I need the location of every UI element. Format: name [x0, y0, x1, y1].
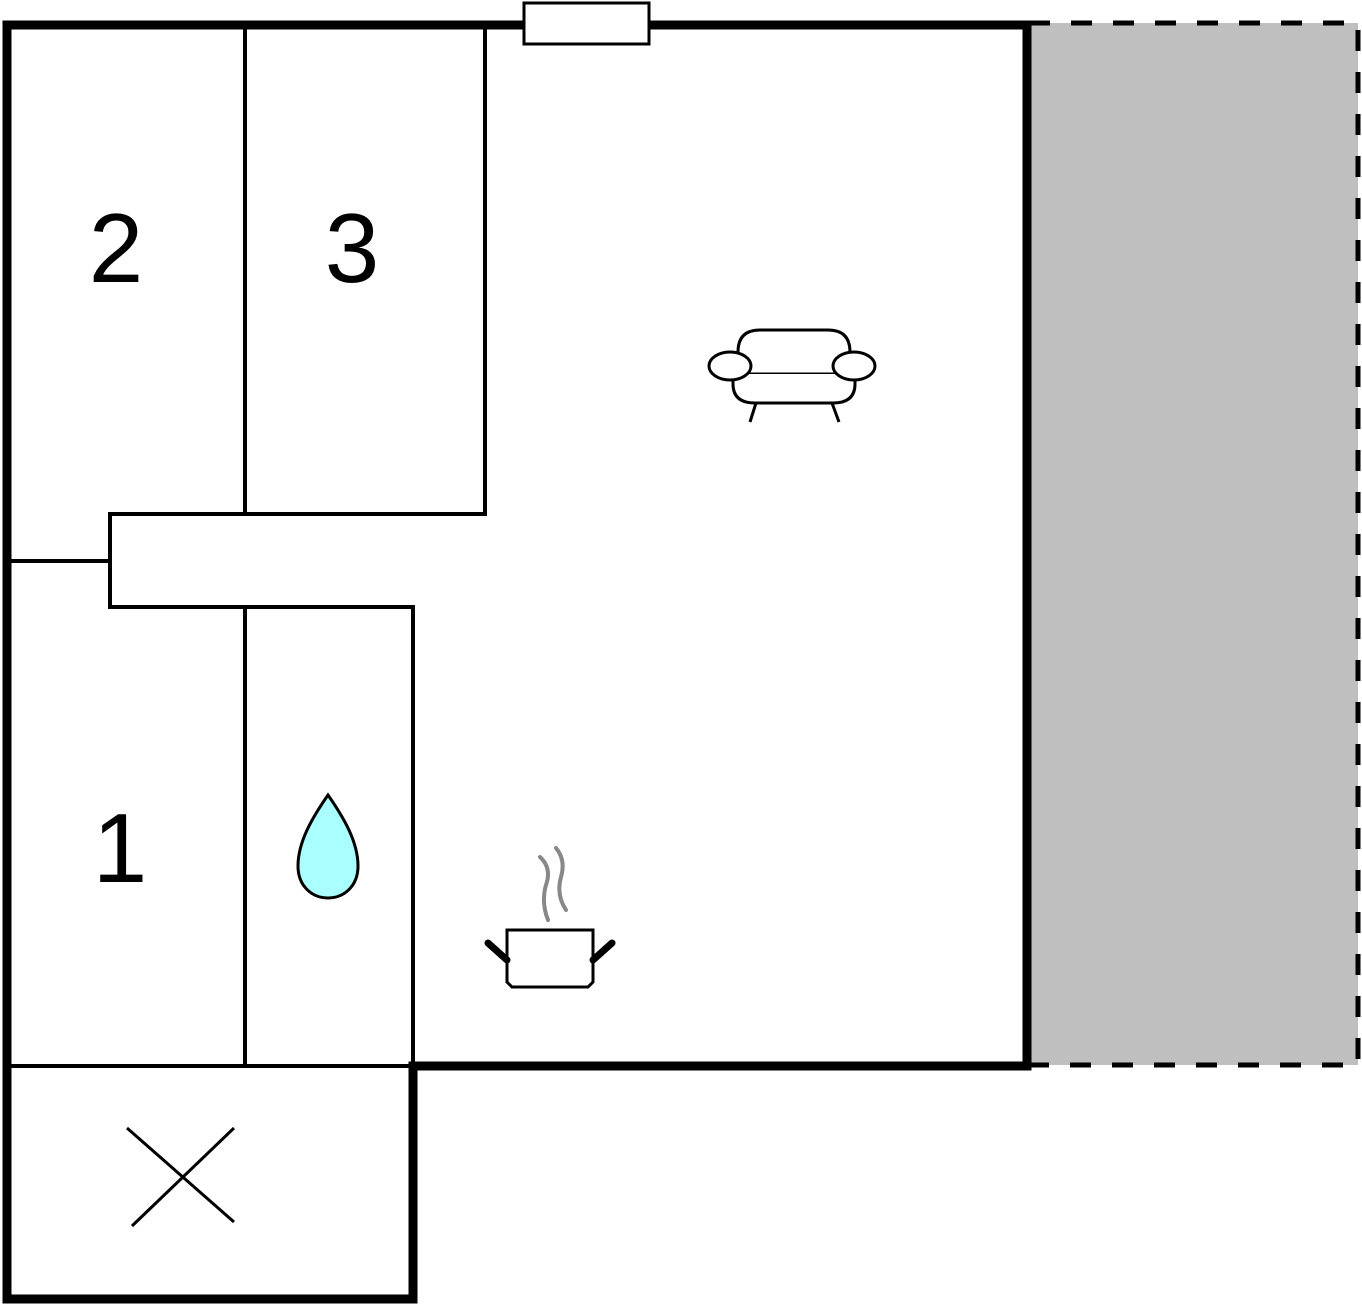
window-element — [522, 1, 651, 46]
outer-wall — [2, 20, 1032, 1304]
room-label-3: 3 — [324, 193, 380, 303]
water-drop-icon — [296, 792, 360, 900]
x-mark-icon — [126, 1126, 236, 1228]
interior-walls — [10, 27, 487, 1068]
terrace-area — [1029, 23, 1358, 1065]
sofa-icon — [707, 328, 877, 423]
cooking-pot-icon — [484, 846, 616, 989]
room-label-2: 2 — [88, 193, 144, 303]
terrace-dashed-border — [1029, 20, 1361, 1068]
room-label-1: 1 — [92, 793, 148, 903]
